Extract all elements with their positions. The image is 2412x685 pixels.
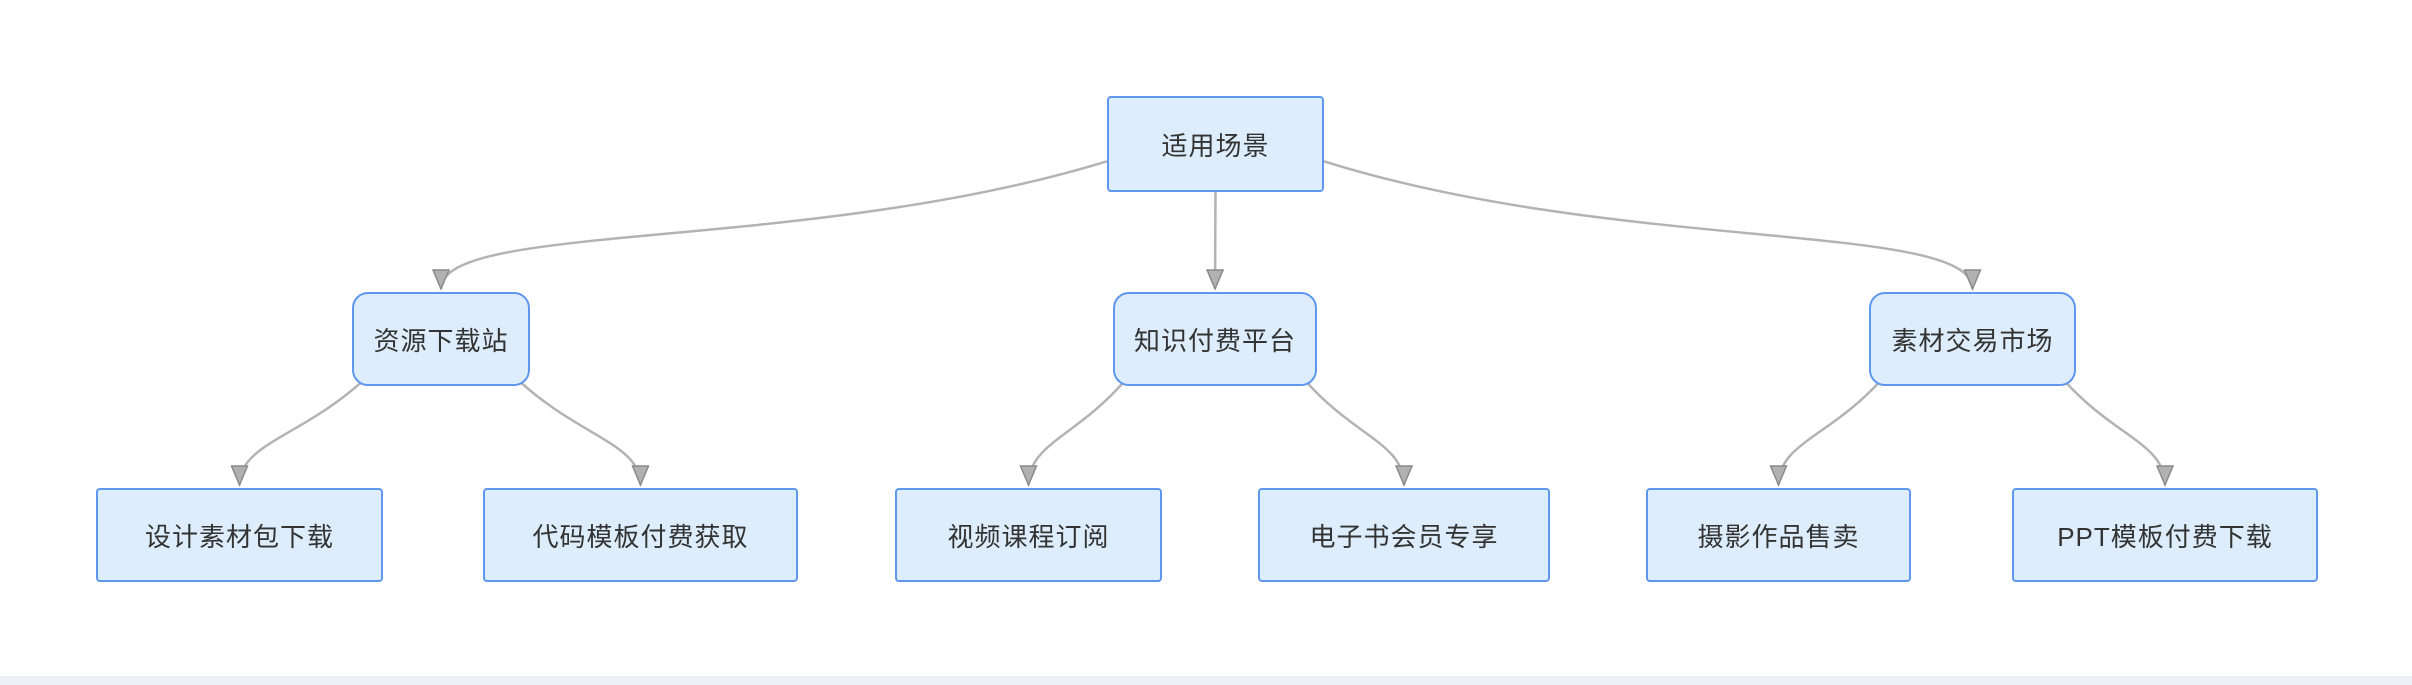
node-label: 资源下载站 (373, 325, 509, 356)
node-video-course-subscription[interactable]: 视频课程订阅 (895, 488, 1162, 582)
edge-l2c-f5 (1769, 377, 1884, 487)
edge-root-l2c (1323, 160, 1982, 291)
node-label: PPT模板付费下载 (2057, 521, 2273, 552)
edge-l2c-f6 (2061, 377, 2175, 487)
edge-l2a-f1 (230, 377, 367, 487)
node-label: 摄影作品售卖 (1697, 521, 1860, 552)
node-design-asset-pack-download[interactable]: 设计素材包下载 (96, 488, 383, 582)
edge-l2b-f3 (1019, 377, 1128, 487)
node-ppt-template-paid-download[interactable]: PPT模板付费下载 (2012, 488, 2318, 582)
node-ebook-member-exclusive[interactable]: 电子书会员专享 (1258, 488, 1550, 582)
node-label: 电子书会员专享 (1309, 521, 1499, 552)
node-label: 代码模板付费获取 (532, 521, 749, 552)
node-label: 适用场景 (1161, 130, 1270, 161)
edge-l2a-f2 (515, 377, 650, 487)
edge-l2b-f4 (1302, 377, 1414, 487)
node-label: 视频课程订阅 (947, 521, 1110, 552)
node-label: 设计素材包下载 (144, 521, 334, 552)
node-resource-download-site[interactable]: 资源下载站 (352, 292, 530, 386)
node-knowledge-payment-platform[interactable]: 知识付费平台 (1113, 292, 1317, 386)
edge-root-l2a (431, 160, 1108, 291)
node-label: 知识付费平台 (1133, 325, 1296, 356)
bottom-edge-strip (0, 676, 2412, 685)
node-code-template-paid-access[interactable]: 代码模板付费获取 (483, 488, 798, 582)
node-label: 素材交易市场 (1891, 325, 2054, 356)
node-usage-scenarios[interactable]: 适用场景 (1107, 96, 1324, 192)
edge-root-l2b (1205, 191, 1225, 291)
node-photography-works-sale[interactable]: 摄影作品售卖 (1646, 488, 1911, 582)
node-material-trading-market[interactable]: 素材交易市场 (1869, 292, 2076, 386)
